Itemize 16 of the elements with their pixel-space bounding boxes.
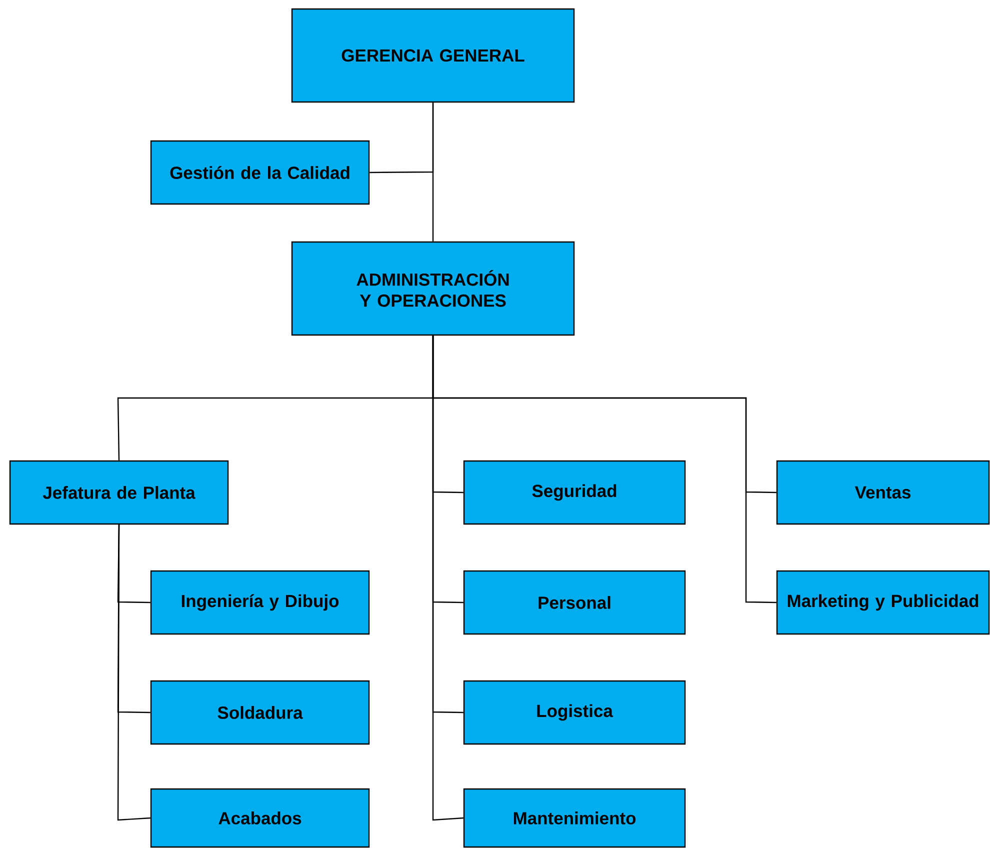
org-box: Mantenimiento: [463, 788, 686, 848]
org-box: Seguridad: [463, 460, 686, 525]
org-box: Ingeniería y Dibujo: [150, 570, 370, 635]
connector-line: [117, 524, 150, 821]
org-box: Jefatura de Planta: [9, 460, 229, 525]
connector-line: [432, 336, 776, 604]
org-box: Soldadura: [150, 680, 370, 745]
org-box: Acabados: [150, 788, 370, 848]
connector-line: [370, 102, 434, 174]
org-box: Gestión de la Calidad: [150, 140, 370, 205]
org-box: Marketing y Publicidad: [776, 570, 990, 635]
org-box: Logistica: [463, 680, 686, 745]
org-box: ADMINISTRACIÓN Y OPERACIONES: [291, 241, 575, 336]
org-box: Personal: [463, 570, 686, 635]
org-box: GERENCIA GENERAL: [291, 8, 575, 103]
org-box: Ventas: [776, 460, 990, 525]
